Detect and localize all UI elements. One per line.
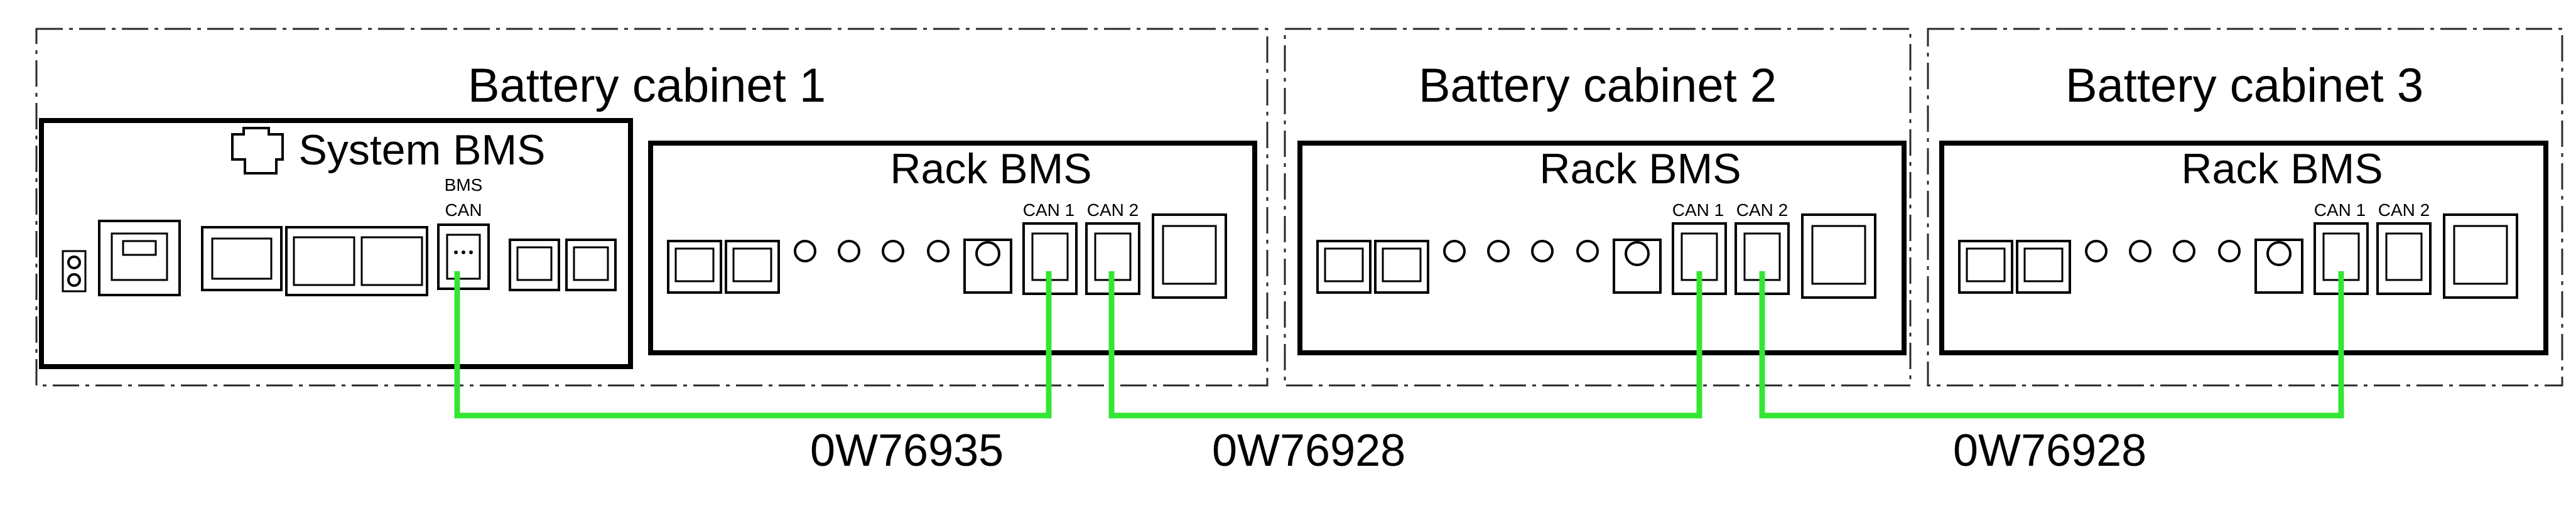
aux-connector-icon — [509, 239, 617, 291]
cable-2-id: 0W76928 — [1212, 426, 1405, 476]
bms-can-label-line2: CAN — [445, 200, 482, 220]
rack-bms-unit-1: Rack BMS CAN 1 CAN 2 — [648, 141, 1257, 355]
cable-1-id: 0W76935 — [810, 426, 1004, 476]
cabinet-2-title: Battery cabinet 2 — [1419, 59, 1777, 112]
indicator-led-icon — [2085, 240, 2241, 262]
indicator-led-icon — [794, 240, 950, 262]
can2-label: CAN 2 — [2378, 200, 2430, 220]
rack-bms-title: Rack BMS — [890, 145, 1091, 193]
system-bms-title: System BMS — [299, 126, 546, 174]
rack-bms-title: Rack BMS — [1539, 145, 1741, 193]
reset-switch-icon — [1613, 239, 1662, 294]
cabinet-3-outline — [1927, 28, 2563, 387]
can2-port — [1085, 222, 1140, 295]
cabinet-1-title: Battery cabinet 1 — [468, 59, 826, 112]
power-connector-icon — [1316, 240, 1429, 294]
main-connector-icon — [1152, 213, 1227, 299]
bms-can-port — [437, 223, 490, 290]
can2-port — [2376, 222, 2432, 295]
multipin-connector-icon — [201, 226, 283, 291]
can1-label: CAN 1 — [1023, 200, 1074, 220]
can2-label: CAN 2 — [1736, 200, 1788, 220]
cable-3 — [1759, 271, 2344, 419]
indicator-led-icon — [1443, 240, 1599, 262]
power-connector-icon — [1958, 240, 2071, 294]
bms-can-label-line1: BMS — [445, 175, 483, 195]
can1-port — [1672, 222, 1727, 295]
can2-label: CAN 2 — [1087, 200, 1139, 220]
cabinet-3-title: Battery cabinet 3 — [2065, 59, 2423, 112]
rack-bms-unit-2: Rack BMS CAN 1 CAN 2 — [1297, 141, 1907, 355]
rack-bms-unit-3: Rack BMS CAN 1 CAN 2 — [1939, 141, 2548, 355]
main-connector-icon — [1801, 213, 1876, 299]
ethernet-port-icon — [98, 220, 181, 296]
can1-label: CAN 1 — [1672, 200, 1724, 220]
can1-label: CAN 1 — [2314, 200, 2366, 220]
cabinet-1-outline — [35, 28, 1269, 387]
system-bms-unit: System BMS BMS CAN — [39, 118, 633, 369]
main-connector-icon — [2443, 213, 2518, 299]
cable-3-id: 0W76928 — [1953, 426, 2146, 476]
cable-2 — [1108, 271, 1702, 419]
status-led-icon — [62, 250, 87, 293]
power-connector-icon — [667, 240, 780, 294]
cable-1 — [454, 271, 1052, 419]
dual-rj45-port-icon — [285, 226, 428, 296]
reset-switch-icon — [963, 239, 1012, 294]
rack-bms-title: Rack BMS — [2181, 145, 2383, 193]
cabinet-2-outline — [1284, 28, 1912, 387]
reset-switch-icon — [2254, 239, 2303, 294]
top-connector-icon — [231, 127, 284, 175]
